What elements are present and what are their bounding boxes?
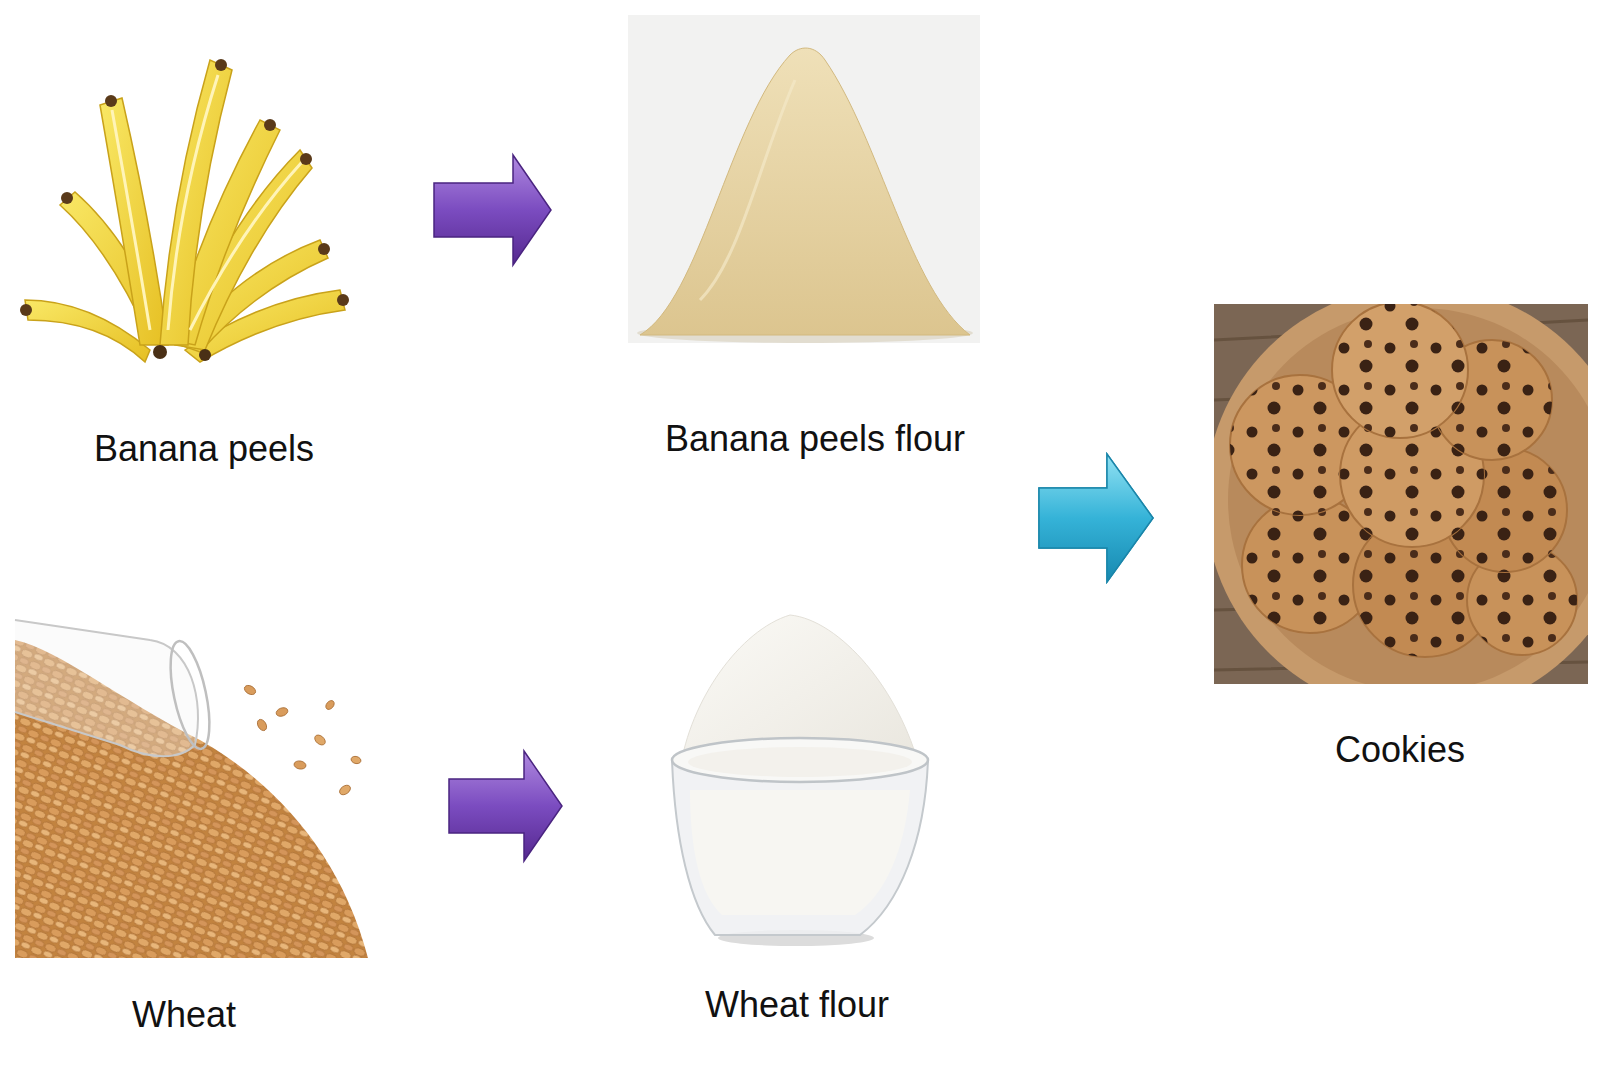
banana-peels-picture-part	[20, 304, 32, 316]
banana-peels-picture-part	[153, 345, 167, 359]
picture-node: Banana peels flour	[551, 5, 1039, 518]
wheat-picture-part	[256, 718, 269, 732]
wheat-flour-picture-part	[690, 790, 910, 915]
banana-peels-picture-part	[337, 294, 349, 306]
wheat-flour-picture-part	[672, 760, 928, 935]
wheat-picture-part	[15, 620, 198, 756]
wheat-picture-part	[243, 684, 257, 697]
picture-node: Banana peels	[10, 40, 434, 490]
block-arrow	[449, 751, 562, 861]
wheat-flour-picture-part	[672, 738, 928, 782]
banana-peels-picture-part	[199, 349, 211, 361]
wheat-picture-part	[324, 699, 336, 711]
cookies-photo-part	[1214, 304, 1588, 684]
wheat-picture-part	[293, 760, 306, 770]
wheat-picture-part	[275, 706, 289, 718]
banana-peels-picture-part	[112, 110, 150, 330]
banana-peels-picture-part	[100, 98, 168, 345]
banana-peels-picture-part	[105, 95, 117, 107]
picture-node: Wheat flour	[562, 518, 1039, 1045]
node-label: Banana peels flour	[665, 417, 965, 460]
banana-flour-picture-part	[628, 15, 980, 343]
block-arrow	[434, 155, 551, 265]
banana-flour-picture	[628, 15, 980, 343]
wheat-flour-picture-part	[688, 747, 912, 777]
banana-peels-picture-part	[190, 162, 302, 330]
banana-peels-picture-part	[318, 243, 330, 255]
banana-peels-picture-part	[215, 59, 227, 71]
picture-node: Cookies	[1153, 290, 1594, 790]
banana-peels-picture-part	[300, 153, 312, 165]
cookies-photo-part	[1332, 304, 1468, 438]
banana-peels-picture	[20, 59, 349, 362]
picture-node: Wheat	[5, 600, 449, 1050]
cookies-photo	[1214, 304, 1588, 684]
node-label: Banana peels	[94, 427, 314, 470]
banana-flour-picture-part	[700, 80, 795, 300]
wheat-picture-part	[338, 783, 352, 796]
wheat-picture-part	[350, 755, 361, 764]
wheat-flour-picture	[672, 615, 928, 946]
banana-peels-picture-part	[25, 300, 150, 362]
node-label: Wheat	[132, 993, 236, 1036]
node-label: Wheat flour	[705, 983, 889, 1026]
node-label: Cookies	[1335, 728, 1465, 771]
block-arrow	[1039, 454, 1153, 582]
banana-peels-picture-part	[160, 60, 232, 345]
cookies-photo-part	[1332, 304, 1468, 438]
block-arrow	[1039, 454, 1153, 582]
banana-peels-picture-part	[264, 119, 276, 131]
banana-peels-picture-part	[61, 192, 73, 204]
wheat-picture	[15, 620, 368, 958]
banana-flour-picture-part	[640, 48, 970, 335]
wheat-picture-part	[313, 733, 327, 747]
wheat-picture-part	[163, 638, 217, 752]
